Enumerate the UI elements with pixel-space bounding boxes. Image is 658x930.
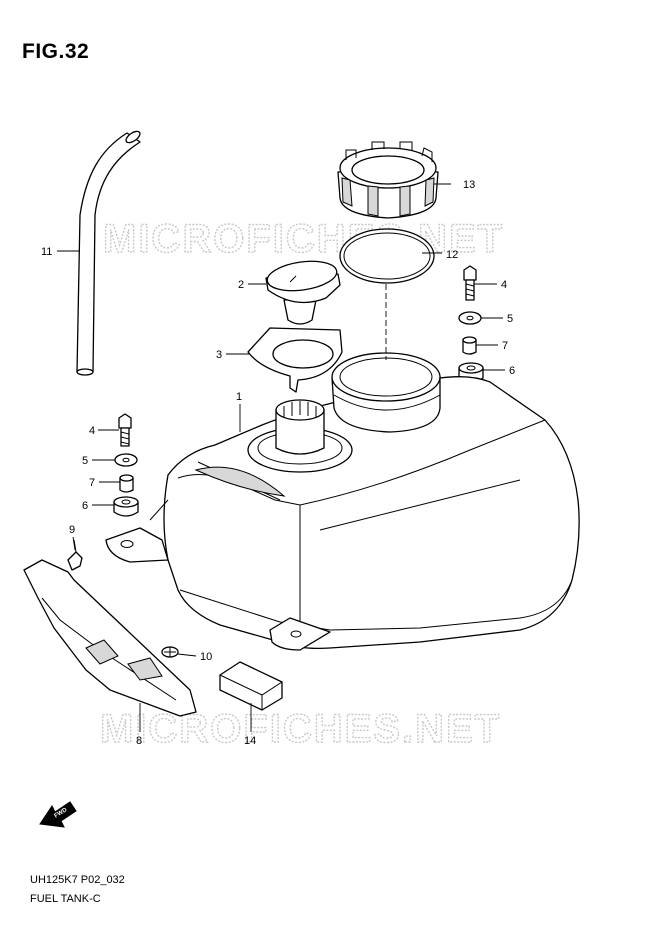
callout-5-right: 5 — [507, 313, 513, 325]
callout-3: 3 — [216, 349, 222, 361]
callout-14: 14 — [244, 735, 256, 747]
callout-7-right: 7 — [502, 340, 508, 352]
figure-code: UH125K7 P02_032 — [30, 874, 125, 886]
callout-2: 2 — [238, 279, 244, 291]
callout-6-left: 6 — [82, 500, 88, 512]
callout-11: 11 — [41, 246, 52, 258]
part-9-clip — [67, 539, 83, 571]
part-12-o-ring — [339, 228, 435, 284]
callout-5-left: 5 — [82, 455, 88, 467]
part-1-fuel-tank — [105, 352, 580, 651]
watermark-bottom: MICROFICHES.NET — [100, 707, 501, 751]
callout-13: 13 — [463, 179, 475, 191]
part-5-washer-left — [114, 453, 138, 467]
part-8-under-cover — [23, 559, 197, 717]
part-13-lock-ring — [337, 141, 439, 219]
part-3-bracket — [247, 327, 343, 393]
part-14-rubber-pad — [219, 661, 283, 711]
figure-title: FIG.32 — [22, 40, 90, 63]
part-7-collar-left — [119, 474, 134, 493]
callout-1: 1 — [236, 391, 242, 403]
part-2-filler-cap — [265, 260, 341, 325]
callout-4-left: 4 — [89, 425, 95, 437]
callout-7-left: 7 — [89, 477, 95, 489]
callout-6-right: 6 — [509, 365, 515, 377]
part-4-bolt-right — [463, 265, 477, 301]
callout-12: 12 — [446, 249, 458, 261]
part-6-grommet-left — [113, 496, 139, 517]
figure-name: FUEL TANK-C — [30, 893, 101, 905]
part-4-bolt-left — [118, 413, 132, 447]
callout-9: 9 — [69, 524, 75, 536]
forward-arrow-icon: FWD — [39, 801, 77, 828]
part-7-collar-right — [462, 336, 477, 355]
watermark-top: MICROFICHES.NET — [103, 217, 504, 261]
part-10-fastener — [161, 646, 179, 658]
callout-8: 8 — [136, 735, 142, 747]
part-5-washer-right — [458, 311, 482, 325]
callout-4-right: 4 — [501, 279, 507, 291]
part-11-fuel-hose — [76, 130, 141, 376]
callout-10: 10 — [200, 651, 212, 663]
leader-lines — [57, 183, 505, 732]
